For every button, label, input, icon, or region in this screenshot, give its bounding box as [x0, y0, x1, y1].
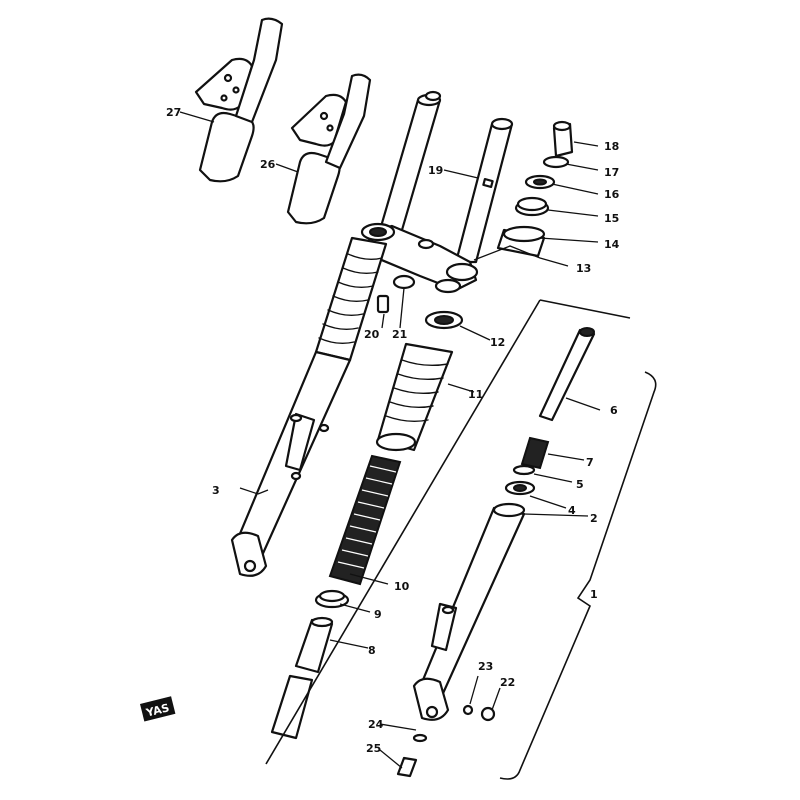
callout-20: 20 [364, 328, 380, 341]
callout-23: 23 [478, 660, 493, 673]
part-7-rebound-spring [520, 436, 550, 470]
part-5-piston-ring [512, 464, 536, 476]
callout-4: 4 [568, 504, 576, 517]
callout-15: 15 [604, 212, 619, 225]
callout-numbers: 18 17 16 15 14 13 12 11 10 9 8 6 7 5 4 2… [166, 106, 620, 755]
callout-3: 3 [212, 484, 220, 497]
part-18-cap-bolt [552, 120, 574, 158]
callout-16: 16 [604, 188, 620, 201]
part-3-outer-tube-left [230, 350, 352, 577]
part-21-clamp [392, 274, 416, 290]
callout-1: 1 [590, 588, 598, 601]
part-left-fork-boot [314, 236, 388, 362]
part-11-fork-boot [375, 342, 454, 452]
callout-5: 5 [576, 478, 584, 491]
callout-6: 6 [610, 404, 618, 417]
part-under-bracket [360, 222, 479, 294]
callout-27: 27 [166, 106, 181, 119]
part-19-fork-inner-tube-right [454, 117, 514, 264]
callout-8: 8 [368, 644, 376, 657]
part-8-spacer [270, 616, 334, 740]
callout-14: 14 [604, 238, 620, 251]
part-25-drain-bolt [396, 756, 418, 778]
callout-11: 11 [468, 388, 483, 401]
part-6-damper-rod [538, 327, 596, 422]
part-9-spring-seat [314, 589, 350, 609]
part-19-fork-inner-tube-left [378, 90, 442, 232]
part-20-bolt [376, 294, 390, 314]
callout-9: 9 [374, 608, 382, 621]
part-23-washer [462, 704, 474, 716]
callout-13: 13 [576, 262, 591, 275]
callout-18: 18 [604, 140, 619, 153]
figure-stamp: YAS [140, 696, 176, 722]
callout-17: 17 [604, 166, 619, 179]
callout-24: 24 [368, 718, 384, 731]
part-10-fork-spring [328, 454, 402, 586]
callout-7: 7 [586, 456, 594, 469]
callout-22: 22 [500, 676, 515, 689]
assembly-1-bracket-frame [265, 299, 657, 780]
callout-2: 2 [590, 512, 598, 525]
part-2-outer-tube-right [412, 502, 526, 721]
callout-21: 21 [392, 328, 407, 341]
leader-lines [179, 111, 601, 769]
part-24-gasket [412, 733, 428, 743]
part-4-seal [504, 480, 536, 496]
callout-26: 26 [260, 158, 276, 171]
part-15-seal [514, 196, 550, 217]
part-27-headlight-stay [194, 17, 284, 183]
part-12-oil-seal [424, 310, 464, 330]
callout-10: 10 [394, 580, 410, 593]
part-16-washer [524, 174, 556, 190]
callout-19: 19 [428, 164, 443, 177]
part-17-o-ring [542, 155, 570, 169]
figure-stamp-label: YAS [144, 701, 171, 720]
callout-12: 12 [490, 336, 505, 349]
part-26-headlight-stay [286, 73, 372, 225]
part-13-bushing [496, 225, 546, 258]
part-22-nut [480, 706, 496, 722]
callout-25: 25 [366, 742, 381, 755]
